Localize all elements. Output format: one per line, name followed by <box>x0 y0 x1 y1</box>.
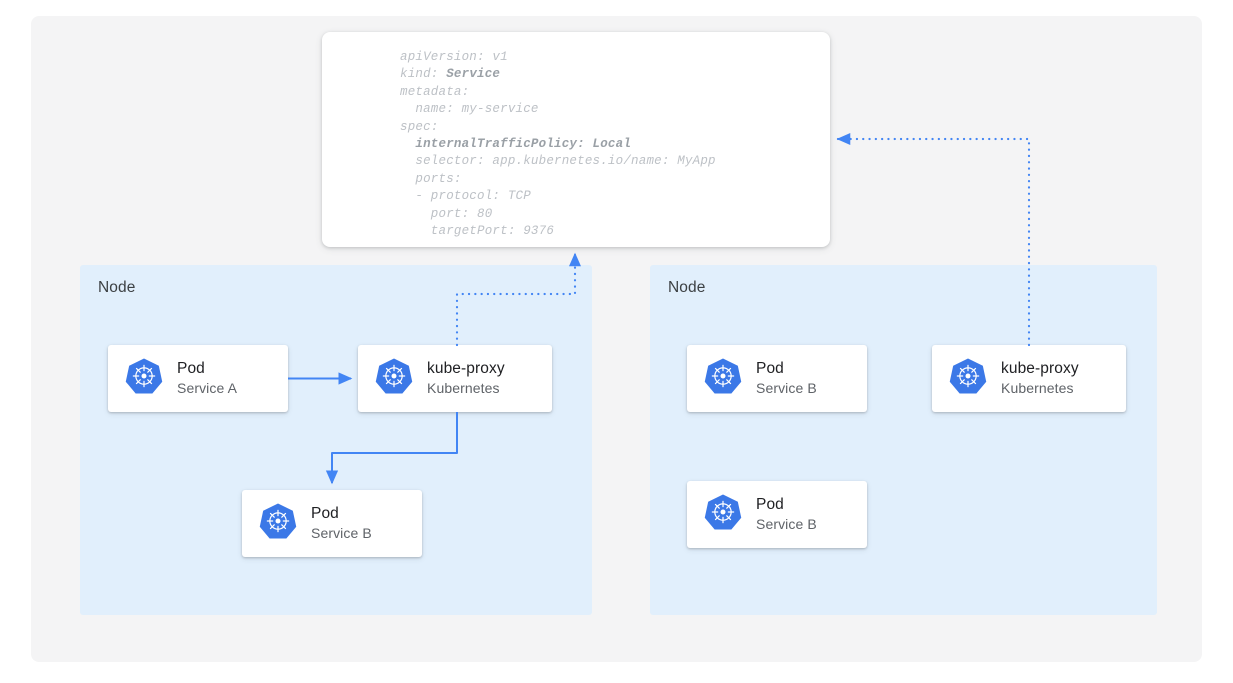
card-title: Pod <box>177 360 205 377</box>
kubernetes-logo-icon <box>704 357 742 400</box>
kubernetes-logo-icon <box>375 357 413 400</box>
card-subtitle: Kubernetes <box>1001 380 1074 396</box>
card-kube-proxy-left[interactable]: kube-proxy Kubernetes <box>358 345 552 412</box>
card-subtitle: Service B <box>311 525 372 541</box>
card-pod-service-a[interactable]: Pod Service A <box>108 345 288 412</box>
card-pod-service-b-right-bottom[interactable]: Pod Service B <box>687 481 867 548</box>
card-pod-service-b-left[interactable]: Pod Service B <box>242 490 422 557</box>
card-subtitle: Service A <box>177 380 238 396</box>
kubernetes-logo-icon <box>704 493 742 536</box>
card-title: Pod <box>311 505 339 522</box>
kubernetes-logo-icon <box>125 357 163 400</box>
node-label-left: Node <box>98 279 136 296</box>
card-title: Pod <box>756 360 784 377</box>
card-title: kube-proxy <box>1001 360 1079 377</box>
card-subtitle: Service B <box>756 380 817 396</box>
node-container-left: Node <box>80 265 592 615</box>
node-container-right: Node <box>650 265 1157 615</box>
card-subtitle: Service B <box>756 516 817 532</box>
node-label-right: Node <box>668 279 706 296</box>
card-title: kube-proxy <box>427 360 505 377</box>
kubernetes-logo-icon <box>949 357 987 400</box>
card-title: Pod <box>756 496 784 513</box>
card-kube-proxy-right[interactable]: kube-proxy Kubernetes <box>932 345 1126 412</box>
card-subtitle: Kubernetes <box>427 380 500 396</box>
card-pod-service-b-right-top[interactable]: Pod Service B <box>687 345 867 412</box>
kubernetes-logo-icon <box>259 502 297 545</box>
